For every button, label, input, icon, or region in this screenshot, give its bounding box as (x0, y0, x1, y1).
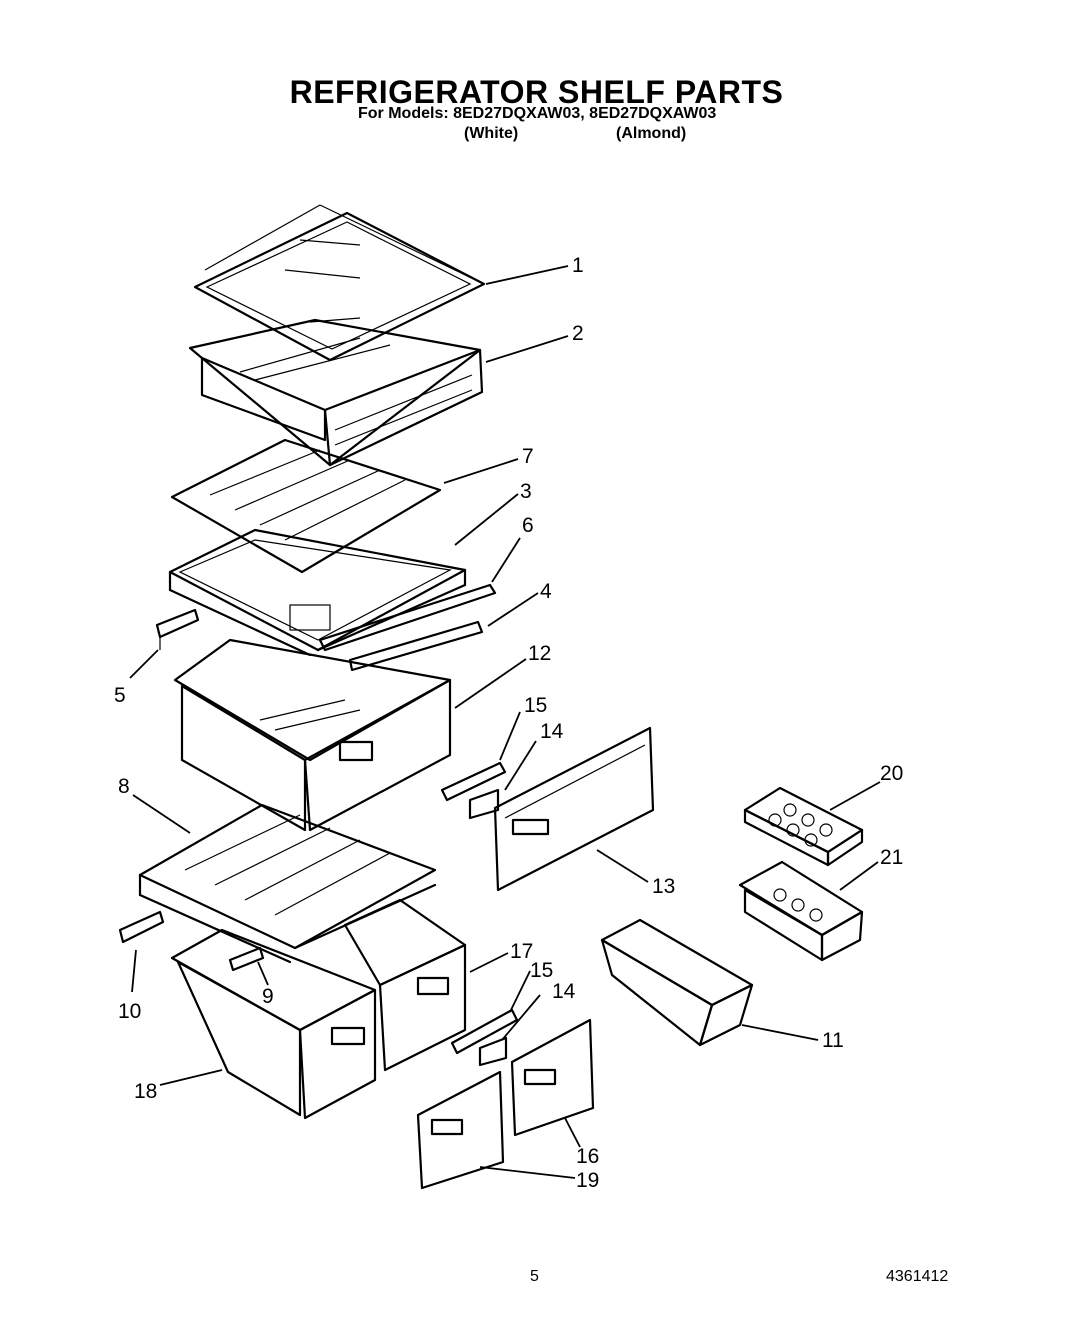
part-15-clip-upper (440, 761, 507, 802)
callout-5: 5 (114, 684, 126, 707)
callout-15-upper: 15 (524, 694, 547, 717)
part-9-lower-rail (228, 946, 265, 972)
callout-7: 7 (522, 445, 534, 468)
callout-20: 20 (880, 762, 903, 785)
part-13-drawer-front (493, 726, 655, 892)
page-number: 5 (530, 1268, 539, 1285)
leader-lines (129, 265, 881, 1179)
part-18-large-bin (170, 928, 377, 1120)
callout-4: 4 (540, 580, 552, 603)
callout-19: 19 (576, 1169, 599, 1192)
finish-white-label: (White) (464, 125, 519, 142)
page-title: REFRIGERATOR SHELF PARTS (289, 74, 784, 110)
callout-8: 8 (118, 775, 130, 798)
callout-15-lower: 15 (530, 959, 553, 982)
part-6-rail (318, 583, 497, 652)
models-line: For Models: 8ED27DQXAW03, 8ED27DQXAW03 (358, 105, 717, 122)
part-3-crisper-cover-frame (168, 528, 467, 657)
part-14-clip-lower (478, 1036, 508, 1067)
callout-14-lower: 14 (552, 980, 576, 1003)
part-11-door-bin (600, 918, 754, 1047)
part-4-rail (348, 620, 484, 672)
callout-2: 2 (572, 322, 584, 345)
part-20-egg-tray-cover (743, 786, 864, 867)
callout-12: 12 (528, 642, 551, 665)
part-21-egg-tray (738, 860, 864, 962)
part-1-glass-shelf (193, 204, 486, 362)
callout-21: 21 (880, 846, 903, 869)
part-16-drawer-front (510, 1018, 595, 1137)
callout-3: 3 (520, 480, 532, 503)
part-10-lower-rail (118, 910, 165, 944)
callout-14-upper: 14 (540, 720, 564, 743)
callout-6: 6 (522, 514, 534, 537)
part-12-crisper-drawer (173, 638, 452, 832)
callout-numbers: 1 2 7 3 6 4 5 12 15 14 20 8 21 13 17 15 … (114, 254, 903, 1192)
finish-almond-label: (Almond) (616, 125, 687, 142)
part-14-clip-upper (468, 788, 500, 820)
part-2-meat-keeper-drawer (188, 318, 484, 467)
part-17-small-bin (343, 898, 467, 1072)
callout-9: 9 (262, 985, 274, 1008)
part-7-crisper-cover-glass (170, 438, 442, 574)
callout-13: 13 (652, 875, 675, 898)
document-number: 4361412 (886, 1268, 949, 1285)
callout-17: 17 (510, 940, 533, 963)
callout-16: 16 (576, 1145, 599, 1168)
callout-10: 10 (118, 1000, 141, 1023)
part-19-drawer-front (416, 1070, 505, 1190)
callout-1: 1 (572, 254, 584, 277)
callout-11: 11 (822, 1029, 844, 1052)
callout-18: 18 (134, 1080, 157, 1103)
part-15-clip-lower (450, 1008, 519, 1055)
part-5-left-rail (155, 608, 200, 650)
